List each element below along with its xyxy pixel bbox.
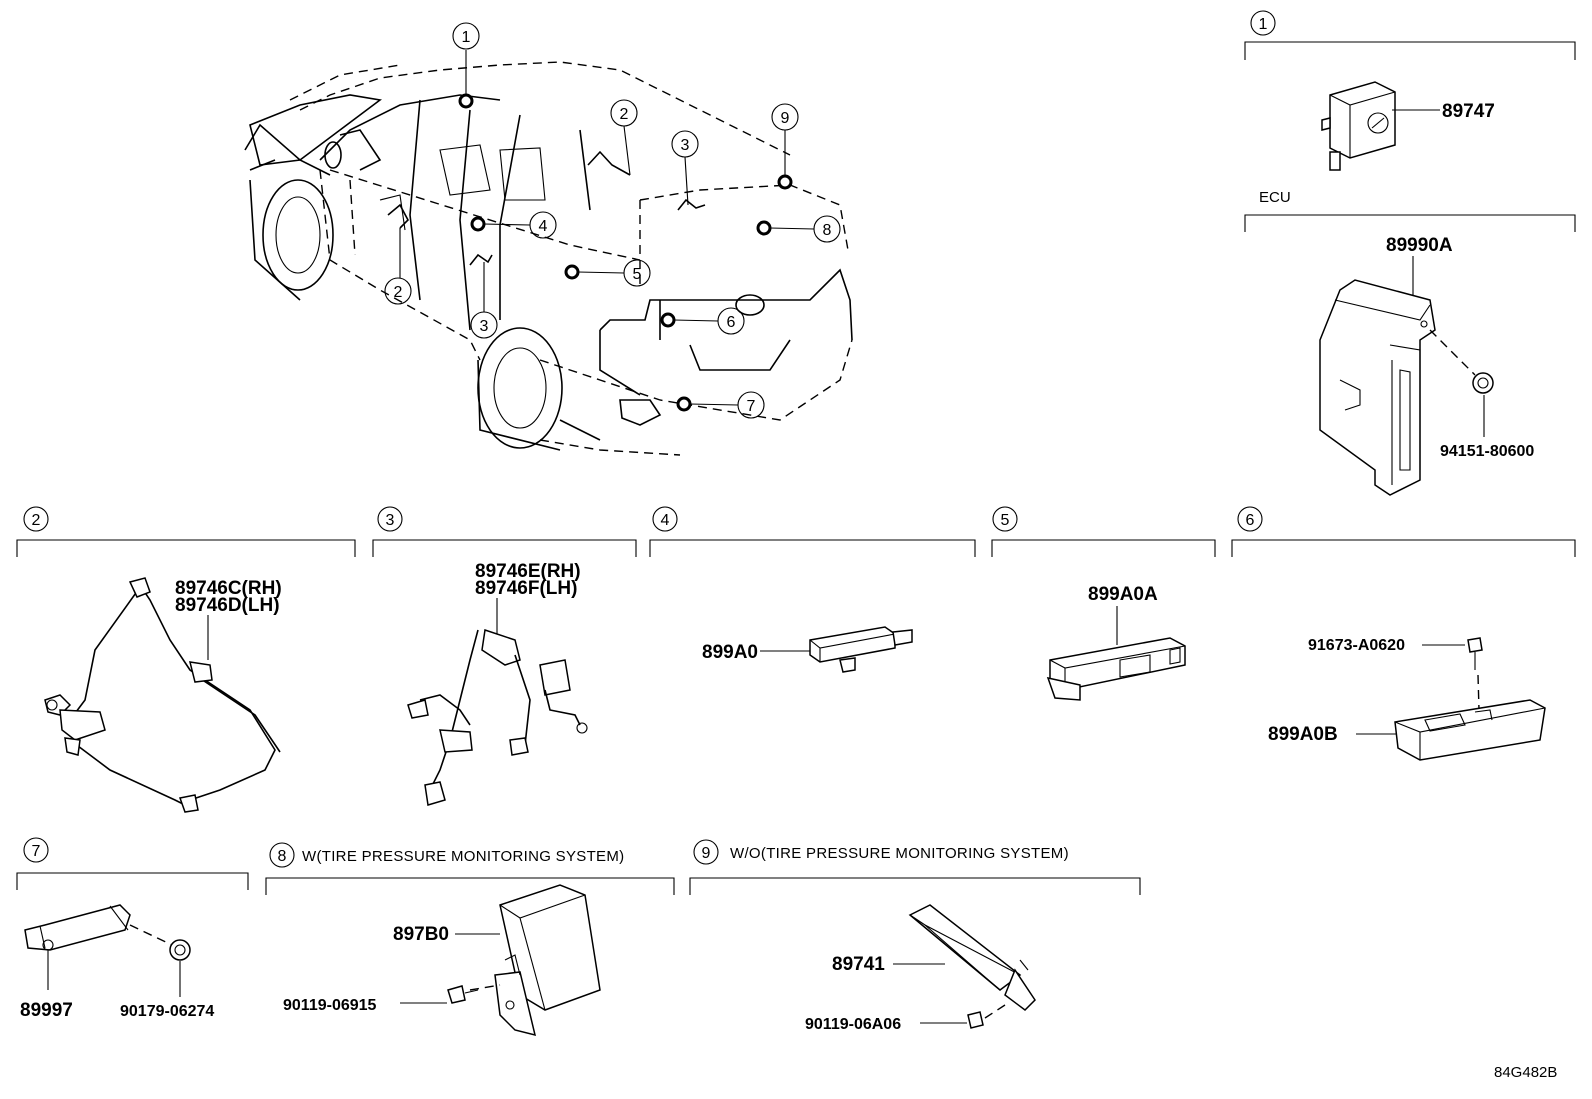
part-90119-06915: 90119-06915 [283,997,377,1014]
callout-7: 7 [747,398,756,415]
vehicle-callouts: 1 2 3 4 5 6 7 8 [384,22,841,419]
part-89990A-drawing [1319,279,1436,496]
part-91673-A0620: 91673-A0620 [1308,637,1405,654]
ecu-label: ECU [1259,189,1291,206]
section-1: 1 89747 [1244,10,1576,171]
callout-9: 9 [781,110,790,127]
part-899A0-drawing [809,626,913,673]
part-89746C-drawing [44,577,281,813]
section-3: 3 89746E(RH) 89746F(LH) [372,506,637,806]
callout-1: 1 [462,29,471,46]
section-8-label: W(TIRE PRESSURE MONITORING SYSTEM) [302,848,624,865]
section-9-label: W/O(TIRE PRESSURE MONITORING SYSTEM) [730,845,1069,862]
part-89997: 89997 [20,1000,73,1021]
callout-3-top: 3 [681,137,690,154]
nut-90179-06274-drawing [169,939,191,961]
section-4-number: 4 [661,512,670,529]
part-899A0B: 899A0B [1268,724,1338,745]
part-89746C-RH: 89746C(RH) [175,578,282,599]
section-3-number: 3 [386,512,395,529]
callout-8: 8 [823,222,832,239]
section-4: 4 899A0 [649,506,976,673]
section-5-number: 5 [1001,512,1010,529]
section-7: 7 89997 90179-06274 [16,837,249,1021]
nut-94151-80600-drawing [1472,372,1494,394]
part-899A0A-drawing [1046,637,1186,701]
callout-2-top: 2 [620,106,629,123]
section-8-number: 8 [278,848,287,865]
bolt-90119-06915-drawing [447,985,479,1004]
section-7-number: 7 [32,843,41,860]
section-2: 2 89746C(RH) 89746D(LH) [16,506,356,813]
callout-5: 5 [633,266,642,283]
part-90179-06274: 90179-06274 [120,1003,214,1020]
callout-2-bottom: 2 [394,284,403,301]
part-89747: 89747 [1442,101,1495,122]
part-899A0A: 899A0A [1088,584,1158,605]
part-89746F-LH: 89746F(LH) [475,578,577,599]
part-94151-80600: 94151-80600 [1440,443,1534,460]
callout-4: 4 [539,218,548,235]
section-6: 6 91673-A0620 899A0B [1231,506,1576,761]
part-89741-drawing [908,904,1036,1011]
part-899A0: 899A0 [702,642,758,663]
section-5: 5 899A0A [991,506,1216,701]
vehicle-illustration [244,61,853,456]
section-ecu: ECU 89990A 94151-80600 [1244,189,1576,496]
part-89746E-RH: 89746E(RH) [475,561,581,582]
part-897B0: 897B0 [393,924,449,945]
section-1-number: 1 [1259,16,1268,33]
part-90119-06A06: 90119-06A06 [805,1016,901,1033]
callout-6: 6 [727,314,736,331]
section-6-number: 6 [1246,512,1255,529]
section-9: 9 W/O(TIRE PRESSURE MONITORING SYSTEM) 8… [689,839,1141,1033]
part-89997-drawing [24,904,131,951]
section-2-number: 2 [32,512,41,529]
bolt-90119-06A06-drawing [967,1011,984,1029]
part-89747-drawing [1321,81,1396,171]
part-89746E-drawing [407,629,588,806]
part-89741: 89741 [832,954,885,975]
part-89746D-LH: 89746D(LH) [175,595,280,616]
part-899A0B-drawing [1394,699,1546,761]
section-8: 8 W(TIRE PRESSURE MONITORING SYSTEM) 897… [265,842,675,1037]
callout-3-bottom: 3 [480,318,489,335]
reference-code: 84G482B [1494,1064,1557,1081]
part-897B0-drawing [494,884,601,1037]
section-9-number: 9 [702,845,711,862]
part-89990A: 89990A [1386,235,1453,256]
